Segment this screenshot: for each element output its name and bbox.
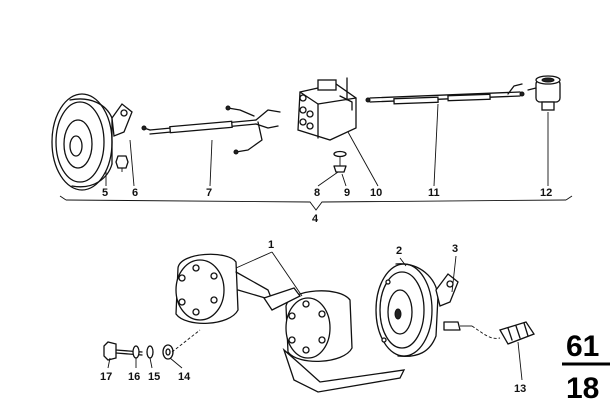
callout-3: 3: [452, 243, 458, 255]
callout-5: 5: [102, 187, 108, 199]
relay-part-10: [297, 77, 357, 141]
horn-part-2: [375, 263, 439, 358]
callout-15: 15: [148, 371, 160, 383]
horn-disc-part-5: [51, 93, 113, 191]
section-number-top: 61: [566, 330, 599, 363]
callouts-bottom: 1 2 3 17 16 15 14 13: [100, 239, 526, 395]
wire-part-11: [365, 83, 525, 105]
section-number: 61 18: [562, 330, 610, 405]
callout-10: 10: [370, 187, 382, 199]
callouts-top: 5 6 7 8 9 10 11 12 4: [102, 187, 552, 225]
callout-6: 6: [132, 187, 138, 199]
bracket-part-6: [111, 103, 133, 172]
callout-17: 17: [100, 371, 112, 383]
callout-4: 4: [312, 213, 319, 225]
fasteners-parts-14-17: [103, 329, 201, 361]
plug-connector-part-13: [471, 321, 535, 345]
callout-1: 1: [268, 239, 274, 251]
assembly-bracket-part-4: [59, 195, 573, 211]
bracket-part-3: [435, 273, 472, 331]
section-number-bottom: 18: [566, 372, 599, 405]
callout-9: 9: [344, 187, 350, 199]
callout-11: 11: [428, 187, 440, 199]
twin-horns-part-1: [175, 253, 406, 393]
callout-13: 13: [514, 383, 526, 395]
callout-7: 7: [206, 187, 212, 199]
callout-12: 12: [540, 187, 552, 199]
callout-16: 16: [128, 371, 140, 383]
leader-lines-top: [105, 103, 549, 187]
callout-14: 14: [178, 371, 191, 383]
socket-part-12: [527, 75, 561, 111]
wire-harness-part-7: [141, 105, 281, 155]
callout-8: 8: [314, 187, 320, 199]
leader-lines-bottom: [107, 251, 523, 381]
screw-washer-parts-8-9: [333, 150, 347, 173]
callout-2: 2: [396, 245, 402, 257]
